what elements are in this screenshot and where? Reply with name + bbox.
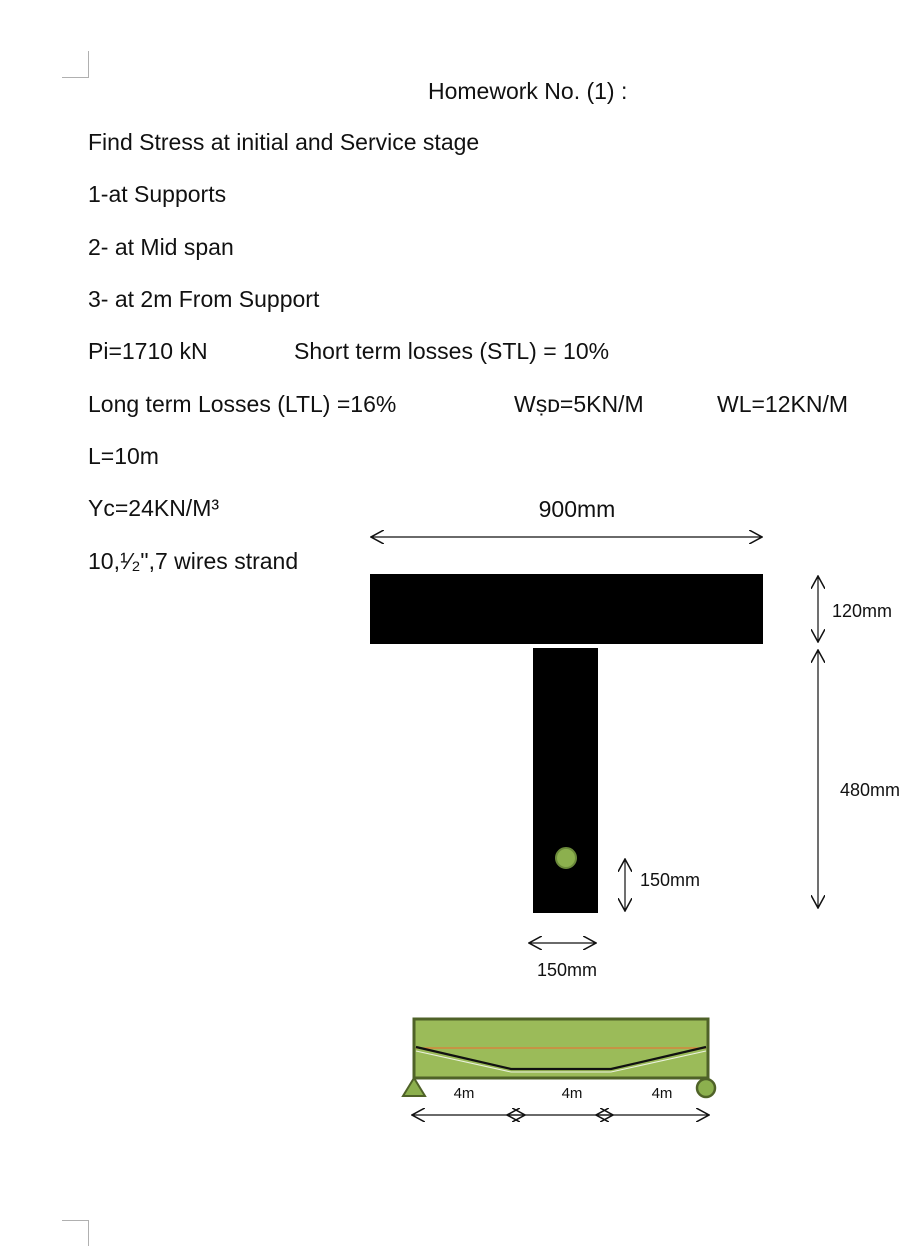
tendon-profile — [415, 1045, 707, 1071]
long-term-losses: Long term Losses (LTL) =16% — [88, 391, 397, 417]
page-corner-mark-top — [62, 51, 89, 78]
page-corner-mark-bottom — [62, 1220, 89, 1246]
span-2-label: 4m — [562, 1085, 583, 1102]
span-3-label: 4m — [652, 1085, 673, 1102]
span-1-label: 4m — [454, 1085, 475, 1102]
live-load: WL=12KN/M — [717, 391, 849, 417]
flange-width-label: 900mm — [539, 496, 616, 522]
web-width-label: 150mm — [537, 960, 597, 980]
homework-title: Homework No. (1) : — [428, 78, 628, 104]
pin-support — [401, 1076, 427, 1097]
short-term-losses: Short term losses (STL) = 10% — [294, 338, 610, 364]
eccentricity-label: 150mm — [640, 870, 700, 890]
roller-support — [695, 1077, 717, 1099]
requirement-item-3: 3- at 2m From Support — [88, 286, 320, 312]
web-depth-label: 480mm — [840, 780, 900, 800]
requirement-item-1: 1-at Supports — [88, 181, 227, 207]
concrete-unit-weight: Yc=24KN/M³ — [88, 495, 220, 521]
beam-elevation — [401, 1017, 717, 1099]
problem-heading: Find Stress at initial and Service stage — [88, 129, 480, 155]
requirement-item-2: 2- at Mid span — [88, 234, 234, 260]
span-length: L=10m — [88, 443, 159, 469]
initial-prestress-force: Pi=1710 kN — [88, 338, 208, 364]
t-section-web — [533, 648, 598, 913]
tendon-profile-highlight — [415, 1050, 707, 1073]
strand-description: 10,¹⁄₂",7 wires strand — [88, 548, 299, 574]
superimposed-dead-load: Wṣᴅ=5KN/M — [514, 391, 644, 417]
flange-depth-label: 120mm — [832, 601, 892, 621]
tendon-circle — [555, 847, 577, 869]
t-section-flange — [370, 574, 763, 644]
